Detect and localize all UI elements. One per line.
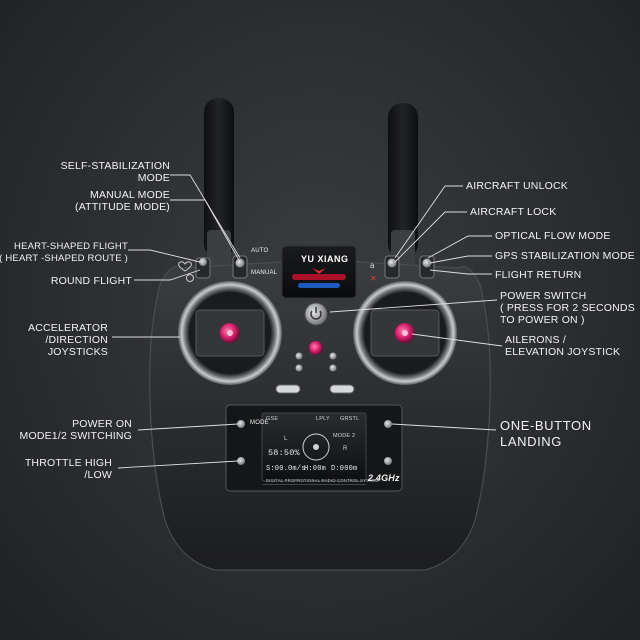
screen-row1-left: GSE	[266, 416, 279, 422]
label-ailerons: AILERONS /ELEVATION JOYSTICK	[505, 334, 621, 358]
throttle-button[interactable]	[237, 457, 245, 465]
unlock-switch[interactable]	[384, 255, 400, 279]
return-icon: ✕	[370, 274, 377, 283]
screen-side-l: L	[284, 436, 288, 442]
screen-distance: D:000m	[331, 465, 358, 473]
screen-row1-right: GRSTL	[340, 416, 360, 422]
flight-mode-switch[interactable]	[419, 255, 435, 279]
left-joystick[interactable]	[178, 281, 282, 385]
label-heart-flight: HEART-SHAPED FLIGHT( HEART -SHAPED ROUTE…	[0, 241, 128, 264]
mode-toggle-switch[interactable]	[232, 255, 248, 279]
mode-button[interactable]	[237, 420, 245, 428]
screen-footer: DIGITAL PROPROTIONAL RADIO CONTROL SYSTE…	[266, 478, 379, 483]
heart-icon	[178, 261, 192, 272]
label-gps-stabilization: GPS STABILIZATION MODE	[495, 250, 635, 262]
switch-manual-label: MANUAL	[251, 270, 278, 276]
round-flight-icon	[186, 274, 194, 282]
screen-height: H:00m	[304, 465, 327, 473]
screen-mode-label: MODE 2	[333, 433, 356, 439]
center-left-button[interactable]	[295, 352, 303, 360]
unlock-icon: a	[370, 261, 375, 270]
display-panel	[225, 404, 403, 492]
screen-side-r: R	[343, 446, 348, 452]
brand-badge	[281, 245, 357, 299]
center-pink-button[interactable]	[309, 341, 323, 355]
brand-name: YU XIANG	[301, 254, 349, 264]
center-bottom-left-button[interactable]	[295, 364, 303, 372]
screen-voltage: 58:50%	[268, 448, 300, 458]
left-antenna	[204, 98, 234, 265]
label-aircraft-lock: AIRCRAFT LOCK	[470, 206, 557, 218]
switch-auto-label: AUTO	[251, 248, 269, 254]
center-bottom-right-button[interactable]	[329, 364, 337, 372]
label-round-flight: ROUND FLIGHT	[50, 275, 132, 287]
label-flight-return: FLIGHT RETURN	[495, 269, 582, 281]
label-throttle: THROTTLE HIGH/LOW	[24, 457, 112, 481]
leader-lines	[112, 174, 503, 469]
label-optical-flow: OPTICAL FLOW MODE	[495, 230, 611, 242]
trim-right[interactable]	[329, 384, 355, 394]
aux-right-button[interactable]	[384, 457, 392, 465]
screen-row1-mid: LPLY	[316, 416, 330, 422]
trim-left[interactable]	[275, 384, 301, 394]
label-aircraft-unlock: AIRCRAFT UNLOCK	[466, 180, 568, 192]
heart-flight-switch[interactable]	[195, 257, 211, 279]
mode-key-label: MODE	[250, 420, 269, 426]
label-manual-mode: MANUAL MODE(ATTITUDE MODE)	[75, 189, 170, 213]
right-joystick[interactable]	[353, 281, 457, 385]
landing-button[interactable]	[384, 420, 392, 428]
screen-speed: S:00.0m/s	[266, 465, 306, 473]
center-right-button[interactable]	[329, 352, 337, 360]
right-antenna	[388, 103, 418, 265]
band-label: 2.4GHz	[368, 473, 400, 483]
power-button[interactable]	[304, 302, 328, 326]
